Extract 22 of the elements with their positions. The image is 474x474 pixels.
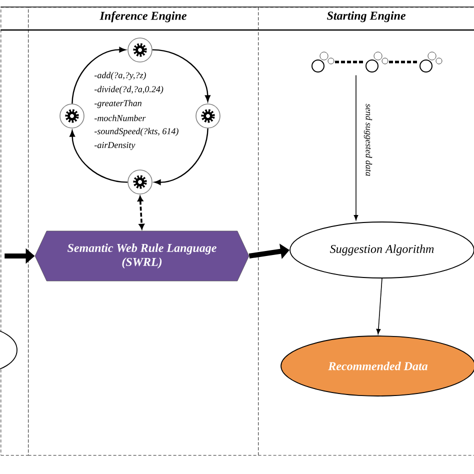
rule-text: -airDensity [94,142,136,150]
hexagon-box: Semantic Web Rule Language (SWRL) [34,230,250,282]
arrow [72,47,126,104]
arrow [354,74,358,220]
rule-text: -greaterThan [94,100,142,108]
gear-icon [196,104,220,128]
edge-label: send suggested data [362,102,374,178]
ellipse-node: Recommended Data [280,336,474,396]
rule-text: -soundSpeed(?kts, 614) [94,128,178,136]
arrow [152,49,210,102]
arrow [138,196,144,230]
arrow [154,128,208,185]
rule-text: -divide(?d,?a,0.24) [94,86,164,94]
swimlane [0,6,29,456]
rule-text: -mochNumber [94,114,146,122]
arrow [376,278,382,334]
arrow [70,130,128,183]
rule-text: -add(?a,?y,?z) [94,72,146,80]
gear-icon [60,104,84,128]
gear-icon [128,38,152,62]
gear-icon [128,170,152,194]
node-chain-drawing [312,52,442,72]
